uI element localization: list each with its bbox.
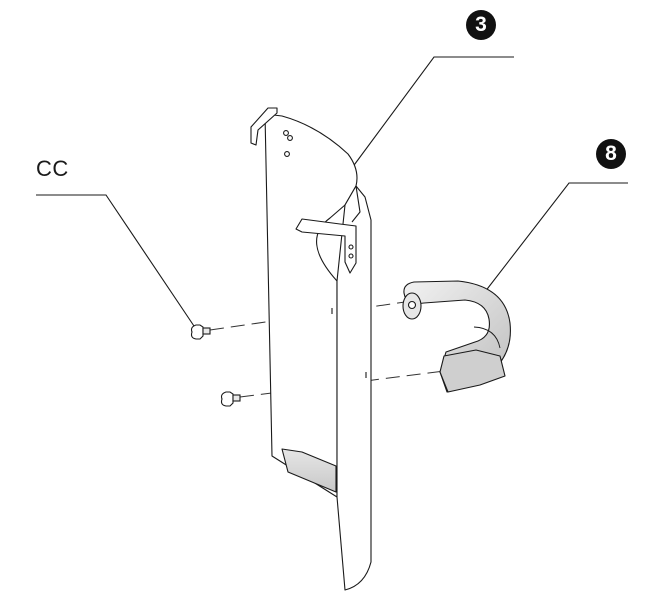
- handle-lower-foot: [439, 349, 506, 393]
- bracket-part: [250, 107, 372, 591]
- screw-upper: [190, 324, 211, 340]
- leader-line-cc: [36, 194, 197, 330]
- callout-badge-3: 3: [466, 10, 496, 40]
- bracket-top-tab: [250, 107, 278, 146]
- leader-lines: [36, 56, 628, 330]
- handle-part: [402, 280, 511, 393]
- leader-line-3: [345, 56, 514, 177]
- callout-badge-8: 8: [596, 139, 626, 169]
- bracket-bottom-tab: [281, 448, 337, 493]
- handle-bore: [407, 300, 417, 310]
- leader-line-8: [480, 182, 628, 298]
- bracket-plate: [264, 113, 358, 498]
- bracket-hole: [283, 130, 289, 136]
- bracket-hook-hole: [348, 253, 354, 259]
- bracket-hole: [284, 151, 290, 157]
- bracket-hook: [295, 218, 357, 274]
- screw-lower: [220, 391, 241, 407]
- callout-label-cc: CC: [36, 156, 69, 181]
- handle-highlight: [473, 326, 501, 349]
- bracket-hook-hole: [348, 244, 354, 250]
- bracket-hole: [287, 135, 293, 141]
- bracket-rim: [351, 185, 361, 223]
- upper-screw-axis: [209, 300, 413, 331]
